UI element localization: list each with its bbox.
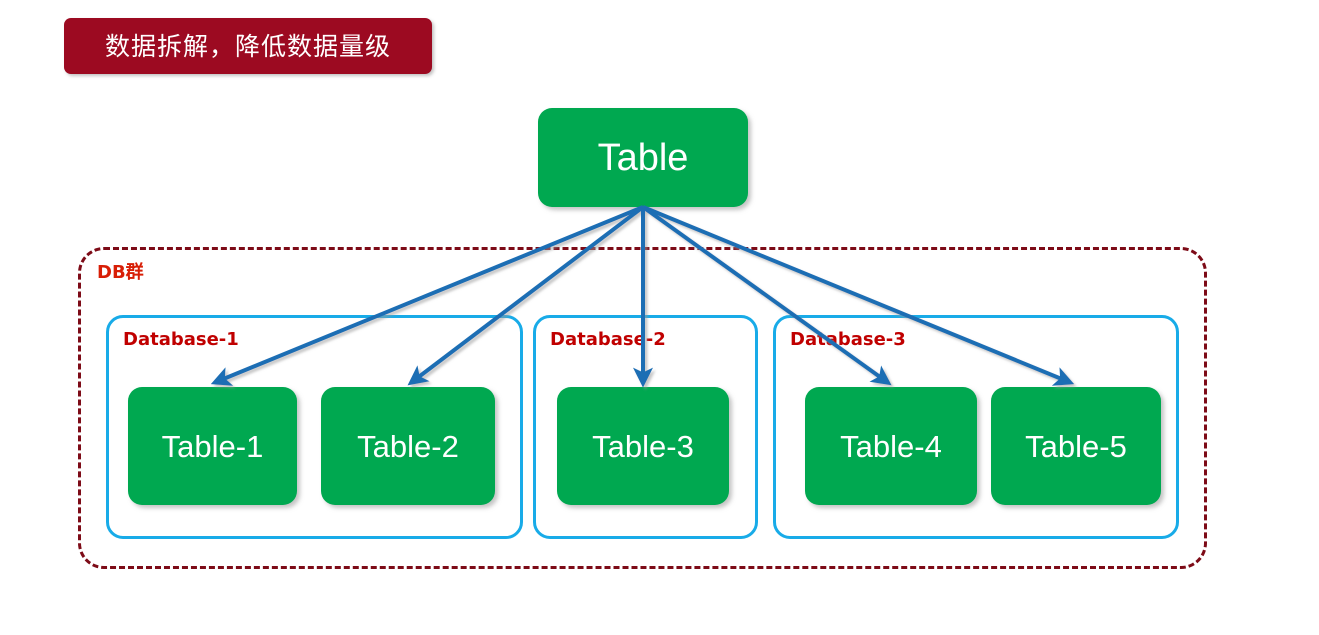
node-table-5[interactable]: Table-5	[991, 387, 1161, 505]
node-table-1[interactable]: Table-1	[128, 387, 297, 505]
node-table-3-label: Table-3	[592, 428, 694, 464]
title-text: 数据拆解，降低数据量级	[104, 31, 391, 61]
node-root-table[interactable]: Table	[538, 108, 748, 207]
node-table-1-label: Table-1	[161, 428, 264, 464]
db-group-label: DB群	[97, 262, 144, 283]
node-table-2-label: Table-2	[357, 428, 459, 464]
database-label-1: Database-1	[123, 329, 239, 350]
database-label-2: Database-2	[550, 329, 666, 350]
node-root-table-label: Table	[597, 136, 689, 179]
node-table-2[interactable]: Table-2	[321, 387, 495, 505]
node-table-4-label: Table-4	[840, 428, 942, 464]
node-table-4[interactable]: Table-4	[805, 387, 977, 505]
title-banner: 数据拆解，降低数据量级	[64, 18, 432, 74]
node-table-3[interactable]: Table-3	[557, 387, 729, 505]
database-label-3: Database-3	[790, 329, 906, 350]
node-table-5-label: Table-5	[1025, 428, 1127, 464]
